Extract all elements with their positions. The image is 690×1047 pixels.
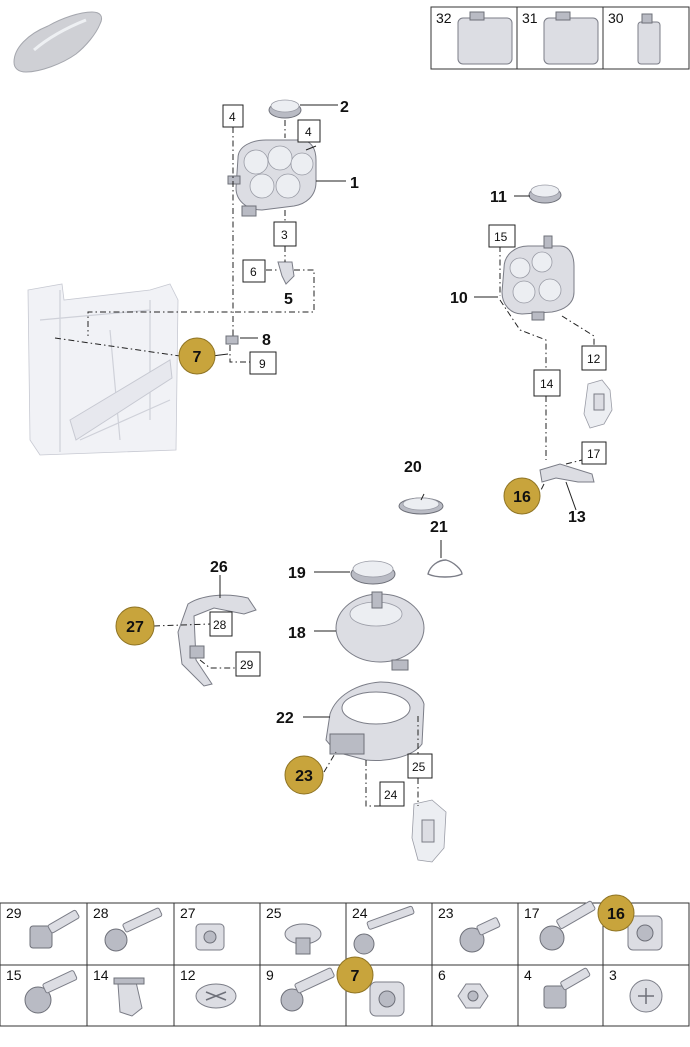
bolt-icon xyxy=(24,970,78,1014)
badge-27-label: 27 xyxy=(126,619,144,636)
bracket-12 xyxy=(583,379,613,429)
badge-27 xyxy=(115,606,155,646)
grid-label-17: 17 xyxy=(524,905,540,921)
grid-label-30: 30 xyxy=(608,10,624,26)
nut-icon xyxy=(195,923,225,951)
grid-label-3: 3 xyxy=(609,967,617,983)
nut-icon xyxy=(369,981,405,1017)
grid-label-12: 12 xyxy=(180,967,196,983)
tank-18 xyxy=(335,591,425,671)
boxed-ref-29: 29 xyxy=(240,658,254,672)
grid-label-28: 28 xyxy=(93,905,109,921)
bolt-icon xyxy=(280,967,335,1012)
canister-icon xyxy=(457,11,513,65)
badges: 7 16 27 23 xyxy=(115,337,541,795)
callout-19: 19 xyxy=(288,565,306,582)
expansion-tank-1 xyxy=(227,139,317,217)
grid-label-9: 9 xyxy=(266,967,274,983)
bolt-icon xyxy=(104,907,163,952)
callout-2: 2 xyxy=(340,99,349,116)
badge-7-label: 7 xyxy=(193,349,202,366)
badge-16 xyxy=(503,477,541,515)
badge-23-label: 23 xyxy=(295,768,313,785)
sensor-8 xyxy=(225,335,239,345)
body-frame xyxy=(27,283,179,456)
grid-label-15: 15 xyxy=(6,967,22,983)
badge-16-grid-label: 16 xyxy=(607,906,625,923)
callout-26: 26 xyxy=(210,559,228,576)
fluids-grid: 32 31 30 xyxy=(430,6,690,70)
clip-5 xyxy=(277,261,295,285)
clip-icon xyxy=(195,983,237,1009)
cap-11 xyxy=(528,184,562,204)
grid-label-4: 4 xyxy=(524,967,532,983)
callout-10: 10 xyxy=(450,290,468,307)
boxed-ref-12: 12 xyxy=(587,352,601,366)
bolt-icon xyxy=(29,909,80,949)
badge-16-label: 16 xyxy=(513,489,531,506)
bolt-icon xyxy=(459,917,501,953)
boxed-ref-9: 9 xyxy=(259,357,266,371)
callout-11: 11 xyxy=(490,189,507,206)
grid-label-6: 6 xyxy=(438,967,446,983)
callout-8: 8 xyxy=(262,332,271,349)
boxed-ref-3: 3 xyxy=(281,228,288,242)
screw-icon xyxy=(629,979,663,1013)
callout-13: 13 xyxy=(568,509,586,526)
grid-label-23: 23 xyxy=(438,905,454,921)
seal-21 xyxy=(427,559,463,578)
grid-label-32: 32 xyxy=(436,10,452,26)
callout-20: 20 xyxy=(404,459,422,476)
pipe-13 xyxy=(539,463,595,483)
nut-icon xyxy=(457,983,489,1009)
hardware-grid: 29 28 27 25 24 23 17 15 14 12 9 6 4 3 xyxy=(0,894,690,1027)
grid-label-25: 25 xyxy=(266,905,282,921)
callout-21: 21 xyxy=(430,519,448,536)
callout-1: 1 xyxy=(350,175,359,192)
grid-label-29: 29 xyxy=(6,905,22,921)
boxed-ref-15: 15 xyxy=(494,230,508,244)
grid-label-31: 31 xyxy=(522,10,538,26)
grid-label-27: 27 xyxy=(180,905,196,921)
boxed-ref-6: 6 xyxy=(250,265,257,279)
badge-23 xyxy=(284,755,324,795)
bolt-icon xyxy=(543,967,591,1009)
boxed-ref-4: 4 xyxy=(305,125,312,139)
clip-icon xyxy=(284,923,322,955)
badge-7 xyxy=(336,956,374,994)
badge-7-grid-label: 7 xyxy=(351,968,360,985)
callout-18: 18 xyxy=(288,625,306,642)
bracket-24 xyxy=(411,799,447,863)
expansion-tank-10 xyxy=(501,235,575,321)
bolt-icon xyxy=(353,905,415,955)
nut-icon xyxy=(627,915,663,951)
filter-20 xyxy=(398,497,444,515)
badge-7 xyxy=(178,337,216,375)
boxed-references: 4 4 3 6 9 15 12 14 17 28 29 25 24 xyxy=(209,104,607,807)
grid-label-14: 14 xyxy=(93,967,109,983)
grid-label-24: 24 xyxy=(352,905,368,921)
canister-icon xyxy=(543,11,599,65)
bottle-icon xyxy=(637,13,661,65)
frame-26 xyxy=(177,594,257,687)
cap-19 xyxy=(350,560,396,585)
bolt-icon xyxy=(539,900,596,951)
boxed-ref-28: 28 xyxy=(213,618,227,632)
cap-2 xyxy=(268,99,302,119)
boxed-ref-25: 25 xyxy=(412,760,426,774)
car-silhouette-icon xyxy=(13,11,103,73)
boxed-ref-14: 14 xyxy=(540,377,554,391)
boxed-ref-4: 4 xyxy=(229,110,236,124)
callout-5: 5 xyxy=(284,291,293,308)
callout-22: 22 xyxy=(276,710,294,727)
badge-16 xyxy=(597,894,635,932)
housing-22 xyxy=(325,681,425,761)
callout-labels: 2 1 5 8 10 11 13 20 21 19 18 22 26 xyxy=(210,99,586,727)
boxed-ref-24: 24 xyxy=(384,788,398,802)
dashed-leaders xyxy=(54,120,595,807)
clip-icon xyxy=(113,977,145,1017)
boxed-ref-17: 17 xyxy=(587,447,601,461)
